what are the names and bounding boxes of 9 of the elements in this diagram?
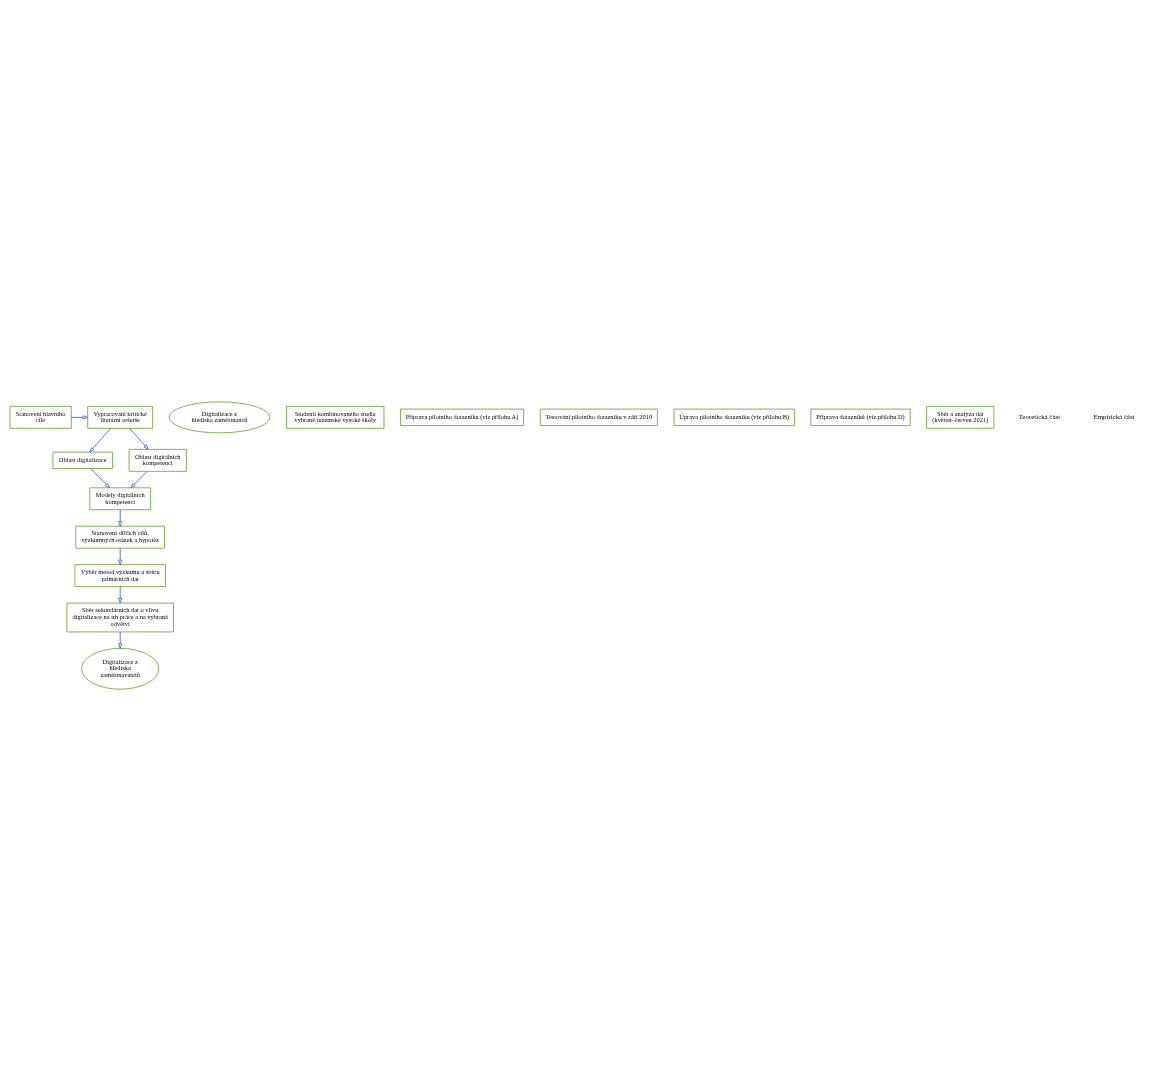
arrow	[118, 508, 123, 527]
arrow	[129, 427, 149, 450]
arrow	[118, 585, 123, 603]
arrow	[118, 547, 123, 565]
arrow	[130, 470, 148, 488]
arrow	[70, 414, 89, 419]
arrow	[89, 427, 112, 453]
arrow	[118, 631, 123, 649]
arrow	[90, 467, 110, 488]
